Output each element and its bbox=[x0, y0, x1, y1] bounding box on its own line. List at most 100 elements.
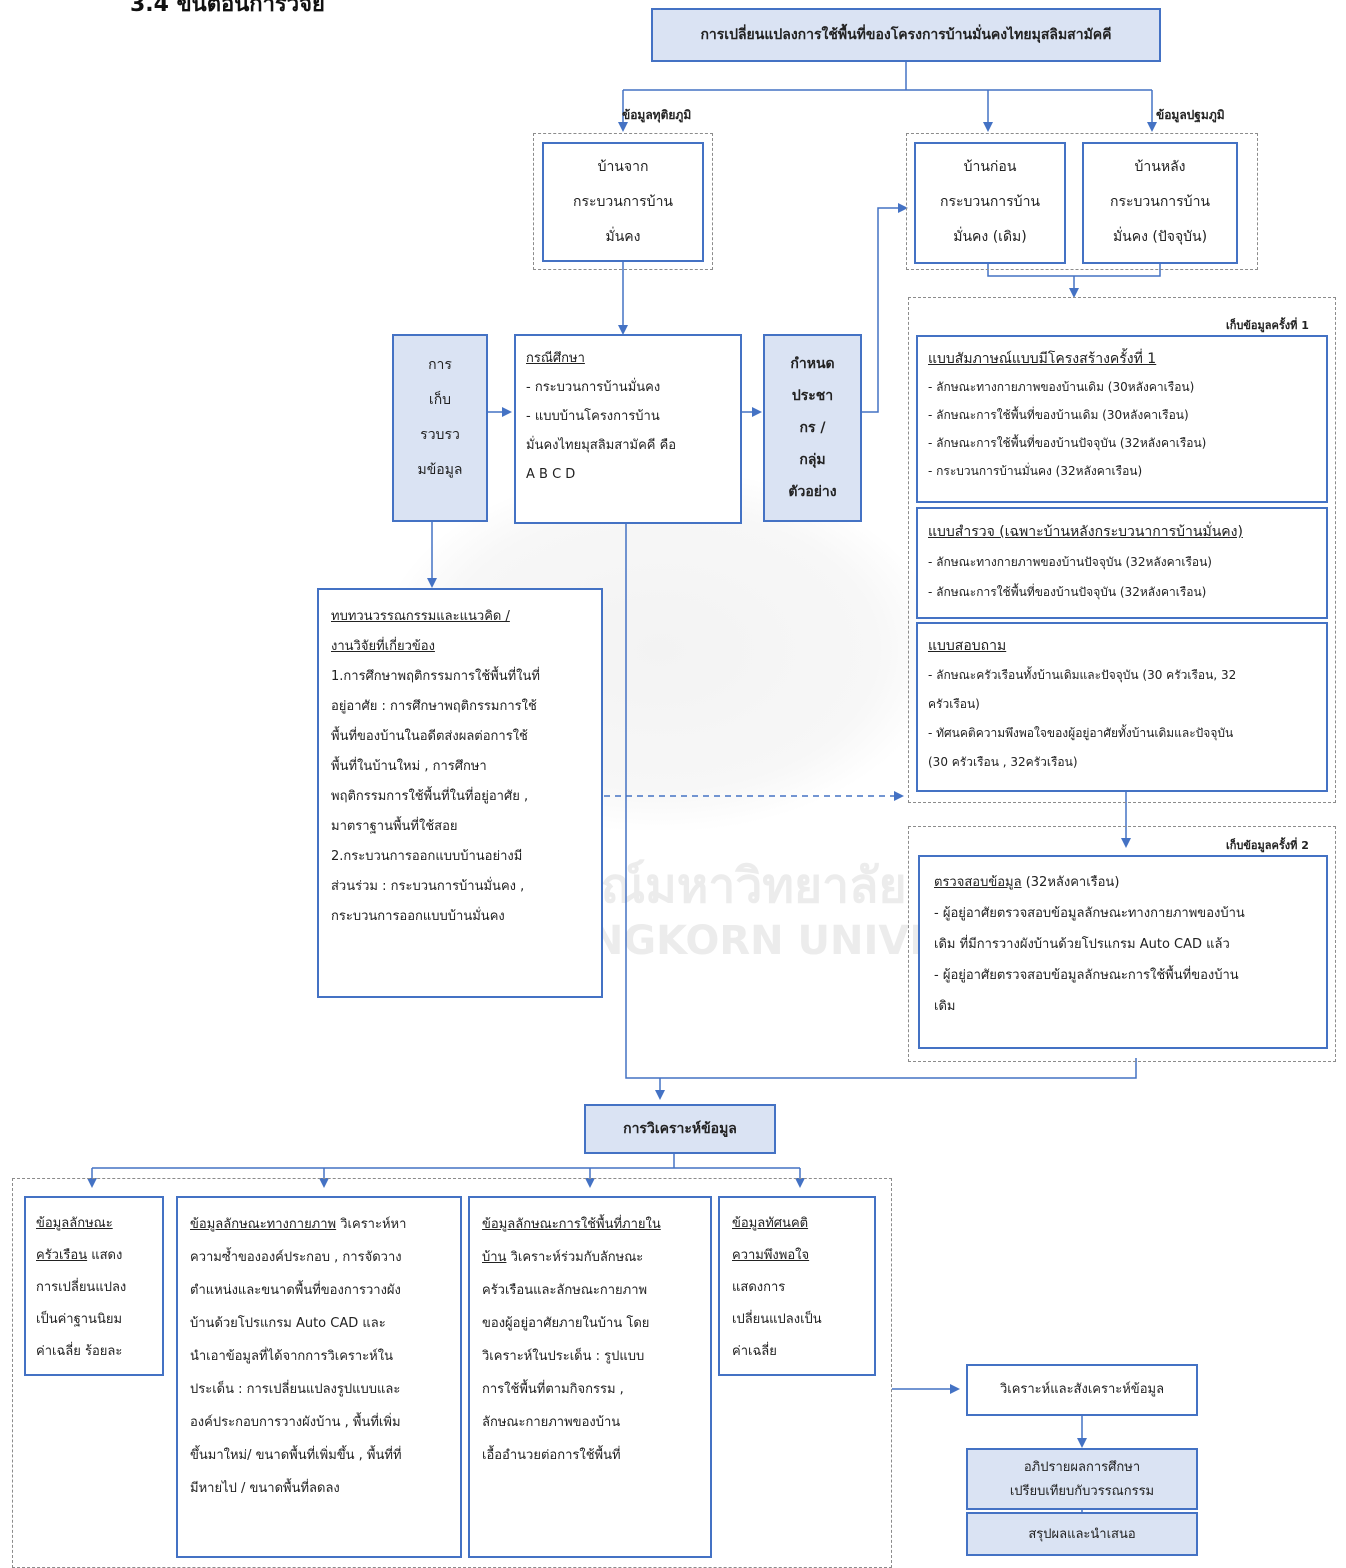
case-study-title: กรณีศึกษา bbox=[526, 351, 585, 366]
household-title: ครัวเรือน bbox=[36, 1248, 88, 1263]
conclusion-final-box: สรุปผลและนำเสนอ bbox=[966, 1512, 1198, 1556]
physical-line: ประเด็น : การเปลี่ยนแปลงรูปแบบและ bbox=[190, 1382, 401, 1397]
physical-line: นำเอาข้อมูลที่ได้จากการวิเคราะห์ใน bbox=[190, 1349, 393, 1364]
house-from-line: บ้านจาก bbox=[597, 159, 649, 175]
attitude-line: เปลี่ยนแปลงเป็น bbox=[732, 1312, 822, 1327]
household-line: การเปลี่ยนแปลง bbox=[36, 1280, 127, 1295]
synthesis-box: วิเคราะห์และสังเคราะห์ข้อมูล bbox=[966, 1364, 1198, 1416]
house-after-line: กระบวนการบ้าน bbox=[1109, 194, 1210, 210]
household-title: ข้อมูลลักษณะ bbox=[36, 1216, 113, 1231]
household-title-row: ครัวเรือน แสดง bbox=[36, 1240, 152, 1272]
collection-line: มข้อมูล bbox=[417, 462, 463, 478]
attitude-title: ความพึงพอใจ bbox=[732, 1248, 810, 1263]
usage-line: วิเคราะห์ในประเด็น : รูปแบบ bbox=[482, 1349, 645, 1364]
physical-title-row: ข้อมูลลักษณะทางกายภาพ วิเคราะห์หา bbox=[190, 1208, 448, 1241]
literature-line: 2.กระบวนการออกแบบบ้านอย่างมี bbox=[331, 849, 523, 864]
physical-line: องค์ประกอบการวางผังบ้าน , พื้นที่เพิ่ม bbox=[190, 1415, 401, 1430]
physical-suffix: วิเคราะห์หา bbox=[336, 1217, 407, 1232]
attitude-line: แสดงการ bbox=[732, 1280, 786, 1295]
literature-line: 1.การศึกษาพฤติกรรมการใช้พื้นที่ในที่ bbox=[331, 669, 540, 684]
conclusion-text: สรุปผลและนำเสนอ bbox=[1028, 1527, 1136, 1542]
usage-title: บ้าน bbox=[482, 1250, 507, 1265]
usage-line: ลักษณะกายภาพของบ้าน bbox=[482, 1415, 621, 1430]
collection-line: รวบรว bbox=[420, 427, 460, 443]
case-study-line: - แบบบ้านโครงการบ้าน bbox=[526, 409, 660, 424]
interview-line: - ลักษณะทางกายภาพของบ้านเดิม (30หลังคาเร… bbox=[928, 380, 1195, 394]
house-before-box: บ้านก่อน กระบวนการบ้าน มั่นคง (เดิม) bbox=[914, 142, 1066, 264]
sample-line: กร / bbox=[799, 420, 826, 436]
case-study-line: - กระบวนการบ้านมั่นคง bbox=[526, 380, 661, 395]
title-text: การเปลี่ยนแปลงการใช้พื้นที่ของโครงการบ้า… bbox=[700, 27, 1112, 43]
house-after-line: มั่นคง (ปัจจุบัน) bbox=[1112, 229, 1208, 245]
title-box: การเปลี่ยนแปลงการใช้พื้นที่ของโครงการบ้า… bbox=[651, 8, 1161, 62]
literature-line: พฤติกรรมการใช้พื้นที่ในที่อยู่อาศัย , bbox=[331, 789, 529, 804]
case-study-line: มั่นคงไทยมุสลิมสามัคคี คือ bbox=[526, 438, 677, 453]
household-suffix: แสดง bbox=[87, 1248, 123, 1263]
house-from-box: บ้านจาก กระบวนการบ้าน มั่นคง bbox=[542, 142, 704, 262]
synthesis-text: วิเคราะห์และสังเคราะห์ข้อมูล bbox=[999, 1382, 1165, 1397]
house-before-line: มั่นคง (เดิม) bbox=[953, 229, 1027, 245]
sample-line: ตัวอย่าง bbox=[788, 484, 837, 500]
literature-line: พื้นที่ในบ้านใหม่ , การศึกษา bbox=[331, 759, 487, 774]
physical-line: ตำแหน่งและขนาดพื้นที่ของการวางผัง bbox=[190, 1283, 401, 1298]
interview-box: แบบสัมภาษณ์แบบมีโครงสร้างครั้งที่ 1 - ลั… bbox=[916, 335, 1328, 503]
data-collection-box: การ เก็บ รวบรว มข้อมูล bbox=[392, 334, 488, 522]
sample-group-box: กำหนด ประชา กร / กลุ่ม ตัวอย่าง bbox=[763, 334, 862, 522]
questionnaire-line: ครัวเรือน) bbox=[928, 697, 980, 711]
interview-title: แบบสัมภาษณ์แบบมีโครงสร้างครั้งที่ 1 bbox=[928, 351, 1157, 367]
house-before-line: บ้านก่อน bbox=[963, 159, 1017, 175]
physical-line: ขึ้นมาใหม่/ ขนาดพื้นที่เพิ่มขึ้น , พื้นท… bbox=[190, 1448, 402, 1463]
collection-1-group bbox=[908, 297, 1336, 803]
usage-line: ครัวเรือนและลักษณะกายภาพ bbox=[482, 1283, 648, 1298]
questionnaire-line: - ลักษณะครัวเรือนทั้งบ้านเดิมและปัจจุบัน… bbox=[928, 668, 1237, 682]
usage-line: ของผู้อยู่อาศัยภายในบ้าน โดย bbox=[482, 1316, 650, 1331]
house-after-line: บ้านหลัง bbox=[1134, 159, 1186, 175]
verify-line: เดิม ที่มีการวางผังบ้านด้วยโปรแกรม Auto … bbox=[934, 937, 1230, 952]
label-primary-data: ข้อมูลปฐมภูมิ bbox=[1156, 108, 1225, 122]
house-before-line: กระบวนการบ้าน bbox=[939, 194, 1040, 210]
survey-box: แบบสำรวจ (เฉพาะบ้านหลังกระบวนาการบ้านมั่… bbox=[916, 507, 1328, 619]
physical-title: ข้อมูลลักษณะทางกายภาพ bbox=[190, 1217, 337, 1232]
survey-line: - ลักษณะทางกายภาพของบ้านปัจจุบัน (32หลัง… bbox=[928, 555, 1212, 569]
physical-line: มีหายไป / ขนาดพื้นที่ลดลง bbox=[190, 1481, 340, 1496]
verify-title-row: ตรวจสอบข้อมูล (32หลังคาเรือน) bbox=[934, 867, 1312, 898]
collection-2-group bbox=[908, 826, 1336, 1062]
questionnaire-box: แบบสอบถาม - ลักษณะครัวเรือนทั้งบ้านเดิมแ… bbox=[916, 622, 1328, 792]
label-collection-2: เก็บข้อมูลครั้งที่ 2 bbox=[1226, 839, 1309, 852]
literature-review-box: ทบทวนวรรณกรรมและแนวคิด / งานวิจัยที่เกี่… bbox=[317, 588, 603, 998]
analysis-box: การวิเคราะห์ข้อมูล bbox=[584, 1104, 776, 1154]
discussion-line: เปรียบเทียบกับวรรณกรรม bbox=[1009, 1484, 1155, 1499]
attitude-data-box: ข้อมูลทัศนคติ ความพึงพอใจ แสดงการ เปลี่ย… bbox=[718, 1196, 876, 1376]
usage-title-row: บ้าน วิเคราะห์ร่วมกับลักษณะ bbox=[482, 1241, 698, 1274]
collection-line: การ bbox=[428, 357, 452, 373]
house-from-line: มั่นคง bbox=[605, 229, 641, 245]
analysis-text: การวิเคราะห์ข้อมูล bbox=[623, 1121, 737, 1137]
label-secondary-data: ข้อมูลทุติยภูมิ bbox=[622, 108, 692, 122]
verify-line: - ผู้อยู่อาศัยตรวจสอบข้อมูลลักษณะการใช้พ… bbox=[934, 968, 1239, 983]
attitude-line: ค่าเฉลี่ย bbox=[732, 1344, 777, 1359]
interview-line: - ลักษณะการใช้พื้นที่ของบ้านปัจจุบัน (32… bbox=[928, 436, 1207, 450]
household-data-box: ข้อมูลลักษณะ ครัวเรือน แสดง การเปลี่ยนแป… bbox=[24, 1196, 164, 1376]
literature-line: พื้นที่ของบ้านในอดีตส่งผลต่อการใช้ bbox=[331, 729, 528, 744]
literature-line: อยู่อาศัย : การศึกษาพฤติกรรมการใช้ bbox=[331, 699, 537, 714]
survey-line: - ลักษณะการใช้พื้นที่ของบ้านปัจจุบัน (32… bbox=[928, 585, 1207, 599]
household-line: เป็นค่าฐานนิยม bbox=[36, 1312, 123, 1327]
usage-line: เอื้ออำนวยต่อการใช้พื้นที่ bbox=[482, 1448, 621, 1463]
verify-data-box: ตรวจสอบข้อมูล (32หลังคาเรือน) - ผู้อยู่อ… bbox=[918, 855, 1328, 1049]
interview-line: - ลักษณะการใช้พื้นที่ของบ้านเดิม (30หลัง… bbox=[928, 408, 1189, 422]
space-usage-data-box: ข้อมูลลักษณะการใช้พื้นที่ภายใน บ้าน วิเค… bbox=[468, 1196, 712, 1558]
questionnaire-line: - ทัศนคติความพึงพอใจของผู้อยู่อาศัยทั้งบ… bbox=[928, 726, 1234, 740]
discussion-box: อภิปรายผลการศึกษา เปรียบเทียบกับวรรณกรรม bbox=[966, 1448, 1198, 1510]
sample-line: กำหนด bbox=[790, 356, 835, 372]
questionnaire-title: แบบสอบถาม bbox=[928, 638, 1007, 654]
discussion-line: อภิปรายผลการศึกษา bbox=[1023, 1460, 1141, 1475]
label-collection-1: เก็บข้อมูลครั้งที่ 1 bbox=[1226, 319, 1309, 332]
physical-data-box: ข้อมูลลักษณะทางกายภาพ วิเคราะห์หา ความซ้… bbox=[176, 1196, 462, 1558]
verify-line: - ผู้อยู่อาศัยตรวจสอบข้อมูลลักษณะทางกายภ… bbox=[934, 906, 1245, 921]
questionnaire-line: (30 ครัวเรือน , 32ครัวเรือน) bbox=[928, 755, 1078, 769]
case-study-box: กรณีศึกษา - กระบวนการบ้านมั่นคง - แบบบ้า… bbox=[514, 334, 742, 524]
house-after-box: บ้านหลัง กระบวนการบ้าน มั่นคง (ปัจจุบัน) bbox=[1082, 142, 1238, 264]
attitude-title: ข้อมูลทัศนคติ bbox=[732, 1216, 809, 1231]
literature-title: ทบทวนวรรณกรรมและแนวคิด / bbox=[331, 609, 510, 624]
